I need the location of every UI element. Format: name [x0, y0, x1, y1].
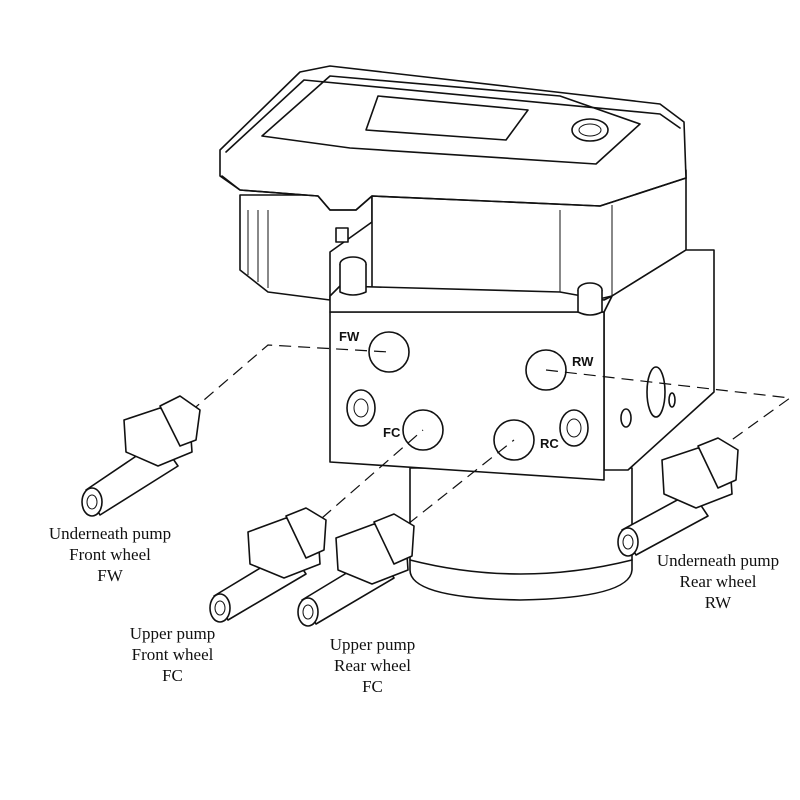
- port-label-rw: RW: [572, 354, 594, 369]
- callout-line: FW: [97, 566, 123, 585]
- callout-underneath-front: Underneath pump Front wheel FW: [20, 523, 200, 586]
- callout-line: Front wheel: [131, 645, 214, 664]
- callout-upper-front: Upper pump Front wheel FC: [100, 623, 245, 686]
- fitting-upper-rear: [297, 513, 415, 627]
- port-label-rc: RC: [540, 436, 559, 451]
- callout-upper-rear: Upper pump Rear wheel FC: [300, 634, 445, 697]
- callout-line: Upper pump: [329, 635, 416, 654]
- port-label-fc: FC: [383, 425, 401, 440]
- fitting-underneath-rear: [617, 437, 739, 557]
- hydraulic-block: FW RW FC RC: [329, 249, 715, 481]
- callout-line: Rear wheel: [679, 572, 757, 591]
- alignment-lines: [189, 344, 792, 525]
- callout-line: Rear wheel: [334, 656, 411, 675]
- callout-line: Underneath pump: [656, 551, 780, 570]
- callout-line: Front wheel: [69, 545, 151, 564]
- control-unit-lid: [219, 65, 687, 211]
- callout-line: Upper pump: [129, 624, 216, 643]
- fitting-underneath-front: [81, 395, 201, 517]
- callout-line: Underneath pump: [48, 524, 172, 543]
- port-label-fw: FW: [339, 329, 360, 344]
- callout-line: RW: [704, 593, 732, 612]
- pump-motor: [409, 467, 633, 601]
- callout-underneath-rear: Underneath pump Rear wheel RW: [628, 550, 800, 613]
- callout-line: FC: [162, 666, 183, 685]
- callout-line: FC: [362, 677, 383, 696]
- fitting-upper-front: [209, 507, 327, 623]
